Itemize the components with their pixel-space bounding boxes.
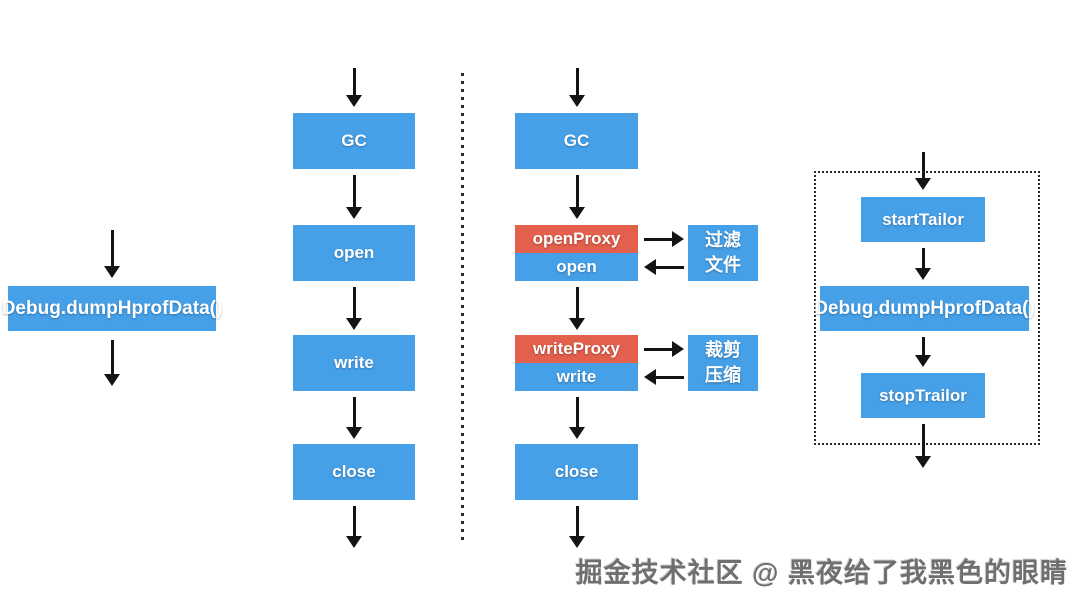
arrow-right-icon: [644, 340, 684, 358]
arrow-left-icon: [644, 258, 684, 276]
node-label: write: [334, 353, 374, 372]
arrow-down-icon: [345, 68, 363, 107]
node-open-proxy-stack: openProxy open: [515, 225, 638, 281]
node-open-hooked: open: [515, 253, 638, 281]
node-stop-trailor: stopTrailor: [861, 373, 985, 418]
node-open: open: [293, 225, 415, 281]
node-label-line1: 裁剪: [705, 339, 741, 360]
node-filter-files: 过滤 文件: [688, 225, 758, 281]
node-write-hooked: write: [515, 363, 638, 391]
arrow-down-icon: [103, 340, 121, 386]
arrow-right-icon: [644, 230, 684, 248]
arrow-down-icon: [568, 68, 586, 107]
node-dump-hprof-data: Debug.dumpHprofData(): [2, 286, 222, 331]
node-label: write: [556, 367, 597, 386]
node-crop-compress: 裁剪 压缩: [688, 335, 758, 391]
arrow-down-icon: [914, 152, 932, 190]
node-label-line2: 文件: [705, 255, 741, 275]
node-label: close: [554, 462, 599, 481]
node-write-proxy-stack: writeProxy write: [515, 335, 638, 391]
node-label: writeProxy: [533, 339, 620, 358]
arrow-down-icon: [914, 424, 932, 468]
node-label: open: [556, 257, 597, 276]
node-write-proxy: writeProxy: [515, 335, 638, 363]
arrow-down-icon: [345, 506, 363, 548]
arrow-down-icon: [568, 397, 586, 439]
node-label: startTailor: [882, 209, 964, 229]
arrow-down-icon: [914, 337, 932, 367]
node-gc: GC: [293, 113, 415, 169]
node-open-proxy: openProxy: [515, 225, 638, 253]
node-label: stopTrailor: [879, 385, 967, 405]
divider-dotted-line: [461, 73, 464, 545]
node-dump-hprof-data-tailored: Debug.dumpHprofData(): [814, 286, 1035, 331]
node-gc-hooked: GC: [515, 113, 638, 169]
node-label: Debug.dumpHprofData(): [814, 297, 1035, 319]
arrow-down-icon: [345, 397, 363, 439]
node-label: close: [332, 462, 376, 481]
node-label: Debug.dumpHprofData(): [1, 297, 223, 319]
node-label-line1: 过滤: [705, 229, 741, 250]
arrow-down-icon: [345, 287, 363, 330]
node-label-line2: 压缩: [705, 365, 741, 385]
node-label: openProxy: [532, 229, 621, 248]
node-label: open: [333, 243, 375, 262]
node-write: write: [293, 335, 415, 391]
arrow-down-icon: [568, 287, 586, 330]
tailor-dotted-boundary: [814, 171, 1040, 445]
arrow-down-icon: [568, 506, 586, 548]
node-close-hooked: close: [515, 444, 638, 500]
watermark-text: 掘金技术社区 @ 黑夜给了我黑色的眼睛: [575, 558, 1068, 588]
arrow-left-icon: [644, 368, 684, 386]
node-label: GC: [341, 131, 367, 150]
arrow-down-icon: [345, 175, 363, 219]
arrow-down-icon: [568, 175, 586, 219]
node-label: GC: [563, 131, 590, 150]
arrow-down-icon: [103, 230, 121, 278]
node-start-tailor: startTailor: [861, 197, 985, 242]
node-close: close: [293, 444, 415, 500]
arrow-down-icon: [914, 248, 932, 280]
